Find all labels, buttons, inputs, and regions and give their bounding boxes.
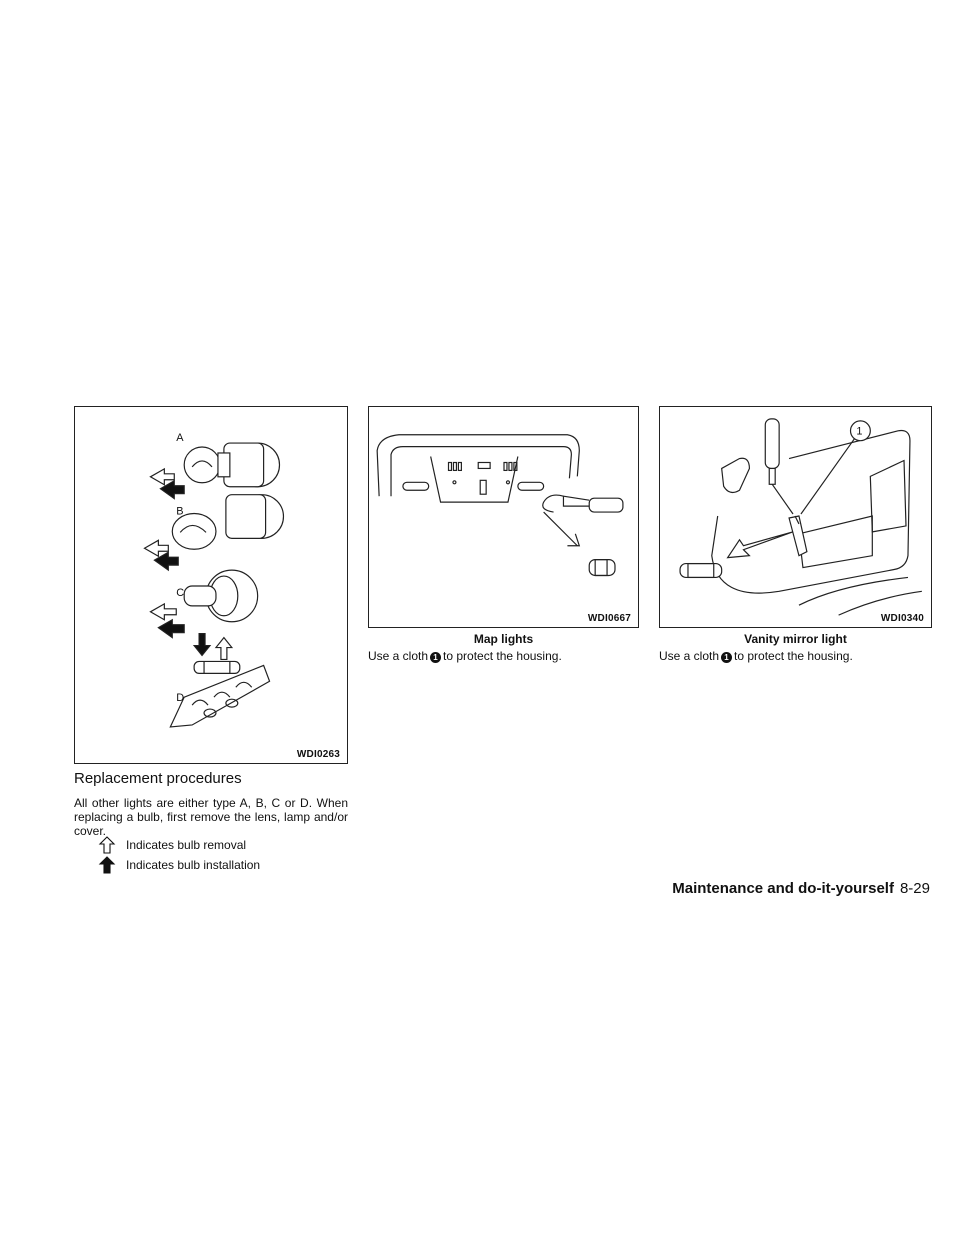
figure-code: WDI0340: [879, 613, 925, 624]
map-lights-caption: Map lights: [473, 632, 534, 646]
vanity-mirror-illustration: 1: [679, 418, 922, 616]
label-c: C: [176, 587, 184, 599]
solid-arrow-icon: [98, 856, 116, 874]
callout-number: 1: [721, 652, 733, 663]
section-heading: Replacement procedures: [74, 770, 242, 787]
callout-label: 1: [856, 426, 862, 438]
legend-removal: Indicates bulb removal: [98, 836, 246, 854]
footer-section: Maintenance and do-it-yourself: [672, 880, 894, 897]
page-footer: Maintenance and do-it-yourself 8-29: [672, 880, 930, 897]
vanity-mirror-figure: 1 WDI0340: [659, 406, 932, 628]
label-d: D: [176, 692, 184, 704]
figure-code: WDI0263: [295, 749, 341, 760]
legend-installation: Indicates bulb installation: [98, 856, 260, 874]
map-lights-figure: WDI0667: [368, 406, 639, 628]
page-number: 8-29: [899, 880, 930, 897]
section-paragraph: All other lights are either type A, B, C…: [74, 796, 348, 838]
bulb-types-figure: A B C D WDI0263: [74, 406, 348, 764]
label-b: B: [176, 506, 183, 518]
label-a: A: [176, 432, 184, 444]
bulb-types-illustration: A B C D: [143, 432, 285, 728]
outline-arrow-icon: [98, 836, 116, 854]
callout-number: 1: [430, 652, 442, 663]
map-lights-illustration: [376, 434, 624, 577]
vanity-mirror-caption: Vanity mirror light: [744, 632, 847, 646]
figure-code: WDI0667: [586, 613, 632, 624]
